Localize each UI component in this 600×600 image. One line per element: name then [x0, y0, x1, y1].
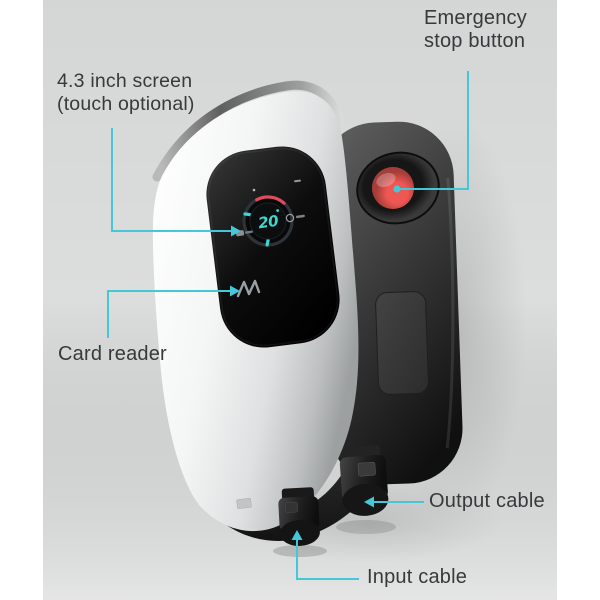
display-degree-dot [276, 209, 280, 212]
gauge-inner [249, 202, 287, 240]
label-screen: 4.3 inch screen (touch optional) [57, 70, 195, 116]
panel-gloss [207, 147, 339, 347]
panel-speck [252, 188, 256, 192]
card-reader-icon [236, 279, 261, 298]
label-screen-line1: 4.3 inch screen [57, 70, 193, 92]
emergency-button-shading [372, 167, 414, 209]
housing-edge-highlight [445, 177, 455, 449]
label-emergency: Emergency stop button [424, 7, 527, 53]
label-screen-line2: (touch optional) [57, 93, 195, 115]
display-panel [206, 146, 340, 348]
label-output-cable: Output cable [429, 490, 545, 512]
side-window [375, 291, 429, 395]
label-emergency-line1: Emergency [424, 7, 527, 29]
face-top-rim [152, 80, 345, 182]
output-gland-shadow [336, 520, 396, 534]
emergency-endpoint-dot [393, 185, 401, 193]
output-cable-gland [339, 444, 389, 516]
timer-icon [285, 213, 305, 223]
card-reader-leader-line [107, 290, 231, 338]
gauge-arc-warning [255, 195, 286, 205]
input-gland-shadow [273, 545, 327, 557]
screen-leader-line [111, 128, 232, 232]
label-input-cable: Input cable [367, 566, 468, 588]
output-arrowhead [364, 496, 374, 508]
input-leader-line [296, 537, 359, 580]
emergency-button-highlight [376, 172, 396, 188]
serial-label [236, 498, 252, 509]
screen-arrowhead [231, 225, 241, 237]
input-arrowhead [291, 530, 303, 540]
input-cable-gland [278, 487, 320, 546]
card-reader-arrowhead [230, 285, 240, 297]
display-value: 20 [257, 212, 279, 233]
emergency-leader-line [400, 71, 469, 190]
label-card-reader: Card reader [58, 343, 167, 365]
display-gauge: 20 [242, 195, 294, 247]
panel-mark [294, 179, 301, 183]
label-emergency-line2: stop button [424, 30, 526, 52]
